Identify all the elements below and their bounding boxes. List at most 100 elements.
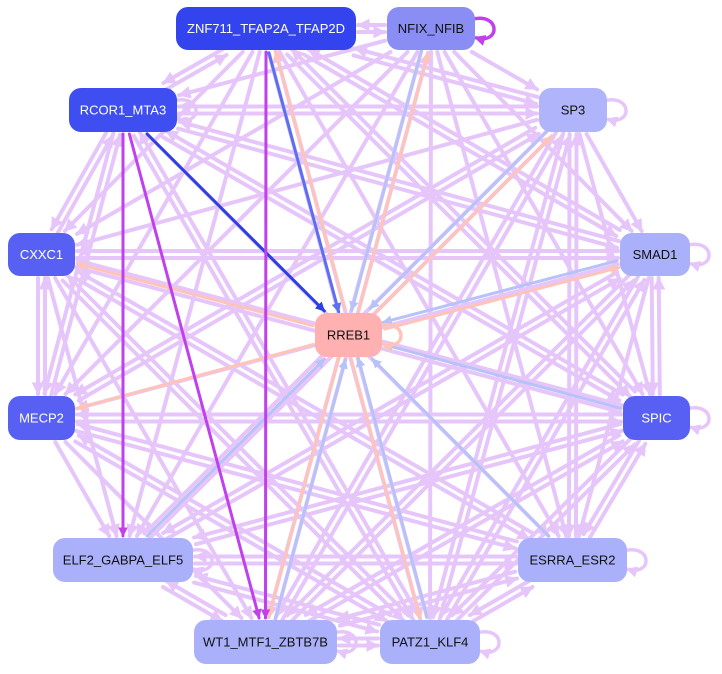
node-mecp2[interactable]: MECP2 bbox=[8, 396, 75, 440]
node-elf2-label: ELF2_GABPA_ELF5 bbox=[63, 553, 183, 568]
edge-spic-to-rreb1 bbox=[382, 342, 623, 410]
node-smad1[interactable]: SMAD1 bbox=[620, 233, 690, 276]
edge-znf711-to-wt1 bbox=[260, 50, 271, 620]
edge-smad1-to-spic bbox=[646, 276, 660, 396]
edge-elf2-to-rreb1 bbox=[145, 357, 326, 538]
node-cxxc1-label: CXXC1 bbox=[20, 247, 63, 262]
edge-esrra-to-mecp2 bbox=[75, 420, 519, 544]
self-loop-esrra bbox=[622, 548, 648, 578]
node-smad1-label: SMAD1 bbox=[633, 247, 678, 262]
node-elf2-box bbox=[53, 538, 193, 582]
edge-rcor1-to-spic bbox=[160, 135, 622, 403]
edge-rreb1-to-nfix bbox=[356, 51, 431, 314]
edge-esrra-to-cxxc1 bbox=[76, 269, 535, 535]
node-znf711[interactable]: ZNF711_TFAP2A_TFAP2D bbox=[176, 7, 356, 50]
edge-rreb1-to-patz1 bbox=[350, 358, 423, 621]
edge-znf711-to-rcor1 bbox=[161, 47, 225, 85]
edge-nfix-to-sp3 bbox=[469, 50, 539, 92]
node-smad1-box bbox=[620, 233, 690, 276]
node-sp3-label: SP3 bbox=[561, 103, 586, 118]
node-cxxc1[interactable]: CXXC1 bbox=[8, 233, 75, 276]
node-esrra[interactable]: ESRRA_ESR2 bbox=[518, 538, 627, 582]
edge-esrra-to-rreb1 bbox=[370, 357, 551, 538]
self-loop-elf2 bbox=[188, 548, 214, 578]
edge-nfix-to-patz1 bbox=[423, 50, 437, 620]
node-nfix-box bbox=[387, 7, 475, 50]
edge-spic-to-rcor1 bbox=[164, 129, 625, 397]
edge-spic-to-smad1 bbox=[652, 276, 666, 396]
node-sp3-box bbox=[539, 88, 607, 132]
edge-sp3-to-smad1 bbox=[584, 132, 644, 233]
self-loop-layer bbox=[172, 16, 711, 660]
self-loop-smad1 bbox=[685, 242, 711, 272]
node-esrra-label: ESRRA_ESR2 bbox=[530, 553, 616, 568]
edge-smad1-to-znf711 bbox=[306, 47, 622, 232]
node-rcor1-box bbox=[69, 88, 177, 132]
node-mecp2-label: MECP2 bbox=[19, 411, 64, 426]
node-rreb1-box bbox=[315, 313, 382, 357]
edge-rcor1-to-cxxc1 bbox=[49, 130, 109, 232]
node-sp3[interactable]: SP3 bbox=[539, 88, 607, 132]
node-rcor1-label: RCOR1_MTA3 bbox=[80, 103, 166, 118]
edge-rreb1-to-cxxc1 bbox=[75, 261, 315, 328]
edge-patz1-to-smad1 bbox=[445, 277, 647, 622]
edge-patz1-to-rcor1 bbox=[137, 130, 422, 619]
edge-elf2-to-wt1 bbox=[161, 585, 224, 623]
edge-patz1-to-esrra bbox=[471, 585, 535, 623]
edge-wt1-to-elf2 bbox=[164, 579, 228, 617]
edge-esrra-to-wt1 bbox=[336, 569, 518, 623]
node-layer: ZNF711_TFAP2A_TFAP2D NFIX_NFIB RCOR1_MTA… bbox=[8, 7, 690, 664]
node-patz1[interactable]: PATZ1_KLF4 bbox=[380, 620, 480, 664]
edge-sp3-to-rreb1 bbox=[368, 130, 549, 310]
node-mecp2-box bbox=[8, 396, 75, 440]
node-nfix-label: NFIX_NFIB bbox=[398, 21, 464, 36]
self-loop-spic bbox=[685, 406, 711, 436]
edge-wt1-to-spic bbox=[307, 439, 625, 623]
edge-rreb1-to-smad1 bbox=[383, 265, 621, 331]
edge-elf2-to-smad1 bbox=[164, 276, 622, 541]
node-nfix[interactable]: NFIX_NFIB bbox=[387, 7, 475, 50]
edge-rreb1-to-wt1 bbox=[266, 356, 341, 619]
node-rcor1[interactable]: RCOR1_MTA3 bbox=[69, 88, 177, 132]
self-loop-wt1 bbox=[332, 630, 358, 660]
node-znf711-box bbox=[176, 7, 356, 50]
self-loop-rreb1 bbox=[377, 323, 403, 353]
node-rreb1-label: RREB1 bbox=[327, 328, 370, 343]
edge-smad1-to-elf2 bbox=[161, 270, 619, 535]
node-wt1[interactable]: WT1_MTF1_ZBTB7B bbox=[194, 620, 337, 664]
edge-znf711-to-rreb1 bbox=[267, 51, 342, 314]
self-loop-nfix bbox=[470, 16, 496, 46]
edge-rreb1-to-znf711 bbox=[273, 49, 347, 312]
edge-sp3-to-mecp2 bbox=[73, 125, 538, 397]
edge-rcor1-to-wt1 bbox=[127, 132, 262, 620]
node-rreb1[interactable]: RREB1 bbox=[315, 313, 382, 357]
edge-nfix-to-rcor1 bbox=[177, 38, 387, 99]
self-loop-rcor1 bbox=[172, 98, 198, 128]
edge-mecp2-to-sp3 bbox=[76, 131, 541, 403]
edge-rreb1-to-sp3 bbox=[373, 135, 553, 315]
edge-cxxc1-to-rcor1 bbox=[55, 133, 115, 235]
edge-patz1-to-rreb1 bbox=[355, 356, 429, 619]
edge-cxxc1-to-esrra bbox=[73, 276, 531, 541]
node-patz1-label: PATZ1_KLF4 bbox=[392, 635, 469, 650]
node-esrra-box bbox=[518, 538, 627, 582]
node-cxxc1-box bbox=[8, 233, 75, 276]
node-znf711-label: ZNF711_TFAP2A_TFAP2D bbox=[187, 21, 345, 36]
node-spic-label: SPIC bbox=[641, 411, 671, 426]
edge-nfix-to-rreb1 bbox=[349, 49, 423, 312]
node-spic[interactable]: SPIC bbox=[623, 396, 690, 440]
node-elf2[interactable]: ELF2_GABPA_ELF5 bbox=[53, 538, 193, 582]
self-loop-sp3 bbox=[602, 98, 628, 128]
node-spic-box bbox=[623, 396, 690, 440]
edge-cxxc1-to-wt1 bbox=[53, 276, 254, 620]
edge-rcor1-to-znf711 bbox=[164, 53, 229, 91]
self-loop-patz1 bbox=[475, 630, 501, 660]
edge-wt1-to-esrra bbox=[337, 575, 519, 628]
edge-mecp2-to-esrra bbox=[74, 428, 518, 552]
edge-mecp2-to-patz1 bbox=[73, 439, 389, 623]
edge-wt1-to-rreb1 bbox=[273, 358, 348, 621]
edge-esrra-to-patz1 bbox=[468, 579, 531, 617]
node-patz1-box bbox=[380, 620, 480, 664]
edge-smad1-to-rreb1 bbox=[381, 259, 619, 325]
